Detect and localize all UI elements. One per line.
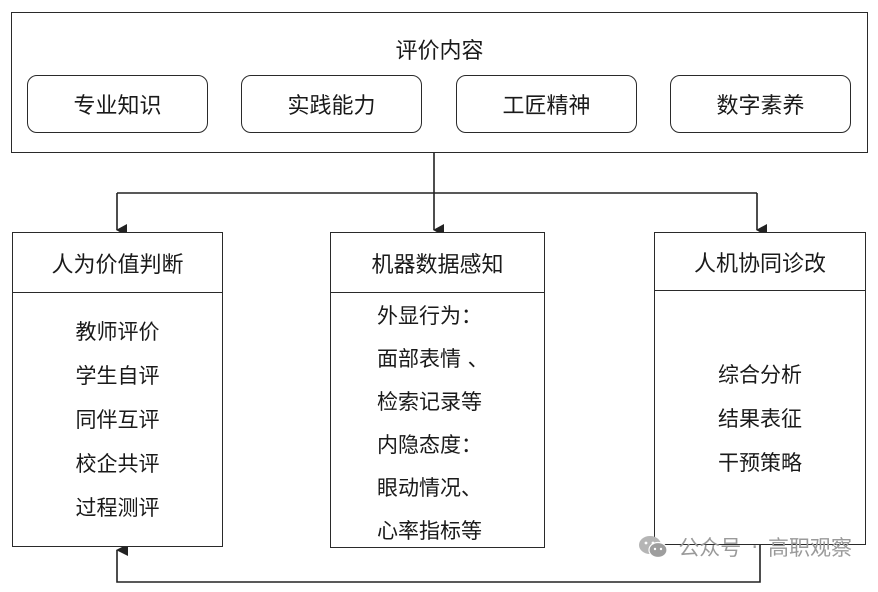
list-item: 过程测评 [75, 496, 160, 520]
human-machine-collab-box: 人机协同诊改 综合分析 结果表征 干预策略 [654, 232, 866, 545]
list-item: 学生自评 [75, 364, 160, 388]
human-machine-collab-list: 综合分析 结果表征 干预策略 [655, 353, 865, 485]
list-item: 心率指标等 [377, 519, 482, 543]
content-item-digital-literacy: 数字素养 [670, 75, 851, 133]
human-judgment-header: 人为价值判断 [13, 233, 222, 293]
list-item: 面部表情 、 [377, 347, 489, 371]
human-judgment-box: 人为价值判断 教师评价 学生自评 同伴互评 校企共评 过程测评 [12, 232, 223, 547]
list-item: 检索记录等 [377, 390, 482, 414]
content-item-craftsman-spirit: 工匠精神 [456, 75, 637, 133]
wechat-icon [639, 536, 668, 559]
list-item: 眼动情况、 [377, 476, 482, 500]
human-machine-collab-header: 人机协同诊改 [655, 233, 865, 291]
watermark-text-right: 高职观察 [768, 536, 852, 560]
machine-perception-list: 外显行为： 面部表情 、 检索记录等 内隐态度： 眼动情况、 心率指标等 [331, 295, 544, 553]
watermark-dot: · [751, 535, 758, 559]
machine-perception-box: 机器数据感知 外显行为： 面部表情 、 检索记录等 内隐态度： 眼动情况、 心率… [330, 232, 545, 548]
list-item: 教师评价 [75, 320, 160, 344]
evaluation-content-title: 评价内容 [395, 39, 484, 64]
machine-perception-header: 机器数据感知 [331, 233, 544, 293]
content-item-practical-ability: 实践能力 [241, 75, 422, 133]
feedback-arrow [116, 544, 761, 583]
list-item: 校企共评 [75, 452, 160, 476]
list-item: 同伴互评 [75, 408, 160, 432]
watermark-text-left: 公众号 [678, 536, 742, 560]
list-item: 结果表征 [718, 407, 802, 431]
list-item: 干预策略 [718, 451, 802, 475]
watermark: 公众号 · 高职观察 [638, 532, 852, 562]
list-item: 内隐态度： [377, 433, 482, 457]
human-judgment-list: 教师评价 学生自评 同伴互评 校企共评 过程测评 [13, 310, 222, 530]
list-item: 综合分析 [718, 363, 802, 387]
list-item: 外显行为： [377, 304, 482, 328]
content-item-professional-knowledge: 专业知识 [27, 75, 208, 133]
